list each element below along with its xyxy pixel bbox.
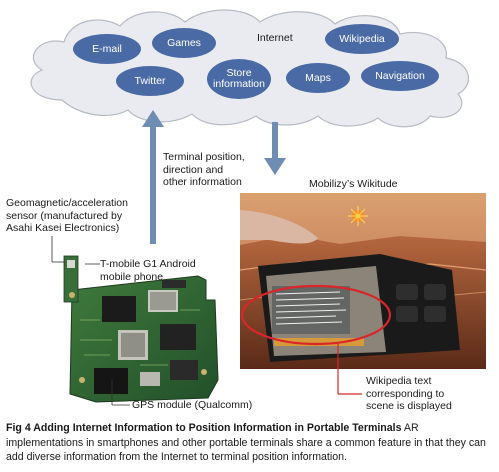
twitter-label: Twitter [134,75,166,87]
bubble-wikipedia [325,24,399,54]
wikitude-photo [239,193,487,395]
internet-title: Internet [257,32,293,44]
arrow-up [142,110,164,244]
caption-title: Fig 4 Adding Internet Information to Pos… [6,422,402,434]
wikitude-title: Mobilizy’s Wikitude [309,178,398,190]
navigation-label: Navigation [375,70,425,82]
wikipedia-callout-label: Wikipedia text corresponding to scene is… [366,375,452,412]
bubble-games [152,28,216,58]
wikipedia-label: Wikipedia [339,33,385,45]
pcb-illustration [63,255,219,403]
service-bubbles [73,24,439,99]
bubble-twitter [116,66,184,96]
email-label: E-mail [92,43,122,55]
phone-label: T-mobile G1 Android mobile phone [100,258,196,283]
bubble-maps [286,63,350,93]
left-leader-lines [51,236,130,406]
maps-label: Maps [305,72,331,84]
games-label: Games [167,37,201,49]
bubble-navigation [361,61,439,91]
figure-caption: Fig 4 Adding Internet Information to Pos… [6,421,496,465]
diagram-graphics [30,9,487,406]
caption-body: AR implementations in smartphones and ot… [6,422,486,463]
arrow-down [264,122,286,175]
terminal-info-label: Terminal position, direction and other i… [163,151,245,188]
bubble-store-information [207,59,271,99]
bubble-email [73,34,141,64]
sensor-label: Geomagnetic/acceleration sensor (manufac… [6,197,128,234]
gps-label: GPS module (Qualcomm) [132,399,253,411]
store-information-label: Store information [213,67,265,90]
